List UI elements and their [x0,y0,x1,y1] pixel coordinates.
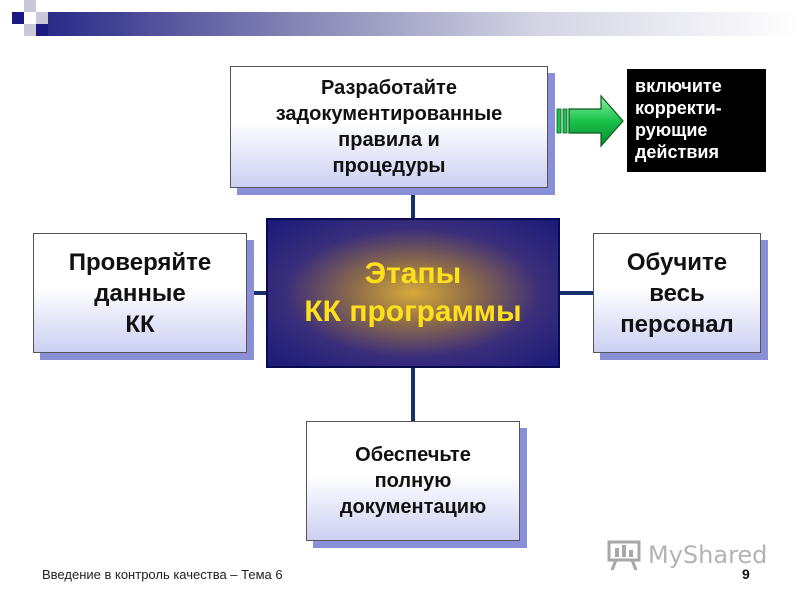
watermark: MyShared [606,537,768,571]
connector-left [247,291,268,295]
step-box-procedures: Разработайте задокументированные правила… [230,66,548,188]
presentation-board-icon [607,540,641,571]
decor-square [12,12,24,24]
step-box-check-data: Проверяйте данные КК [33,233,247,353]
center-box: Этапы КК программы [266,218,560,368]
step-label: Обеспечьте полную документацию [339,444,487,518]
note-text: включите корректи- рующие действия [635,76,722,162]
step-box-train-staff: Обучите весь персонал [593,233,761,353]
step-label: Проверяйте данные КК [68,248,212,338]
step-label: Обучите весь персонал [620,248,734,338]
connector-top [411,188,415,220]
page-number: 9 [742,566,750,582]
step-label: Разработайте задокументированные правила… [275,77,503,177]
step-box-documentation: Обеспечьте полную документацию [306,421,520,541]
connector-bottom [411,366,415,422]
footer-title: Введение в контроль качества – Тема 6 [42,567,283,582]
connector-right [558,291,594,295]
decor-square [36,12,48,24]
decor-square [24,0,36,12]
decor-square [24,24,36,36]
decor-square [36,24,48,36]
header-decoration [0,0,800,48]
header-gradient-bar [48,12,800,36]
center-title: Этапы КК программы [304,257,522,328]
arrow-right-icon [556,94,624,148]
watermark-text: MyShared [648,541,768,569]
corrective-action-note: включите корректи- рующие действия [627,69,766,172]
